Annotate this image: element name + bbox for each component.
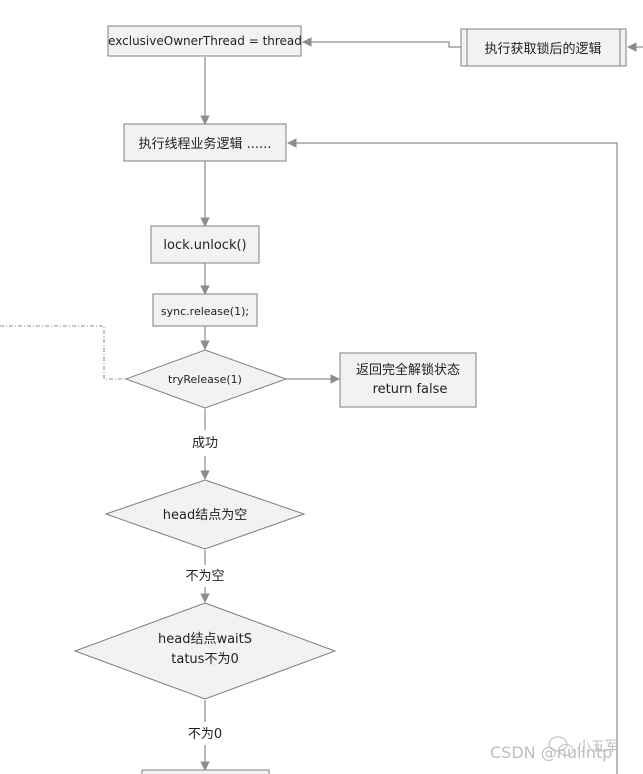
node-head-wait-line2: tatus不为0 [171,652,238,667]
node-head-wait-line1: head结点waitS [158,632,252,647]
edge-label-not-zero: 不为0 [188,727,222,742]
node-business: 执行线程业务逻辑 ...... [123,123,287,162]
node-business-label: 执行线程业务逻辑 ...... [139,136,272,152]
edge-label-success: 成功 [192,436,218,451]
node-release-label: sync.release(1); [161,305,249,318]
node-unlock: lock.unlock() [150,225,260,264]
node-after-lock-label: 执行获取锁后的逻辑 [484,41,601,57]
node-after-lock: 执行获取锁后的逻辑 [460,28,627,67]
node-return-false-line2: return false [373,382,448,397]
node-try-release-label: tryRelease(1) [168,373,242,386]
node-next-partial [141,769,270,774]
node-head-empty-label: head结点为空 [163,508,247,523]
node-return-false: 返回完全解锁状态 return false [339,352,477,408]
wechat-icon [548,736,574,757]
watermark-brand: 小五军 [577,739,619,755]
node-exclusive-owner-label: exclusiveOwnerThread = thread [108,34,302,48]
watermark-csdn: CSDN @nullntp [490,743,612,762]
node-exclusive-owner: exclusiveOwnerThread = thread [107,25,302,57]
edge-label-not-empty: 不为空 [185,569,224,584]
edge-dashed-left [0,325,126,380]
edge-loop-back-business [287,138,618,774]
node-head-wait: head结点waitS tatus不为0 [73,602,337,700]
watermark: 小五军 CSDN @nullntp [490,736,619,762]
edge-after-lock-to-owner [302,37,461,48]
node-head-empty: head结点为空 [104,479,306,550]
node-unlock-label: lock.unlock() [163,238,246,253]
node-return-false-line1: 返回完全解锁状态 [356,362,460,378]
node-release: sync.release(1); [152,293,258,327]
node-try-release: tryRelease(1) [124,349,288,409]
